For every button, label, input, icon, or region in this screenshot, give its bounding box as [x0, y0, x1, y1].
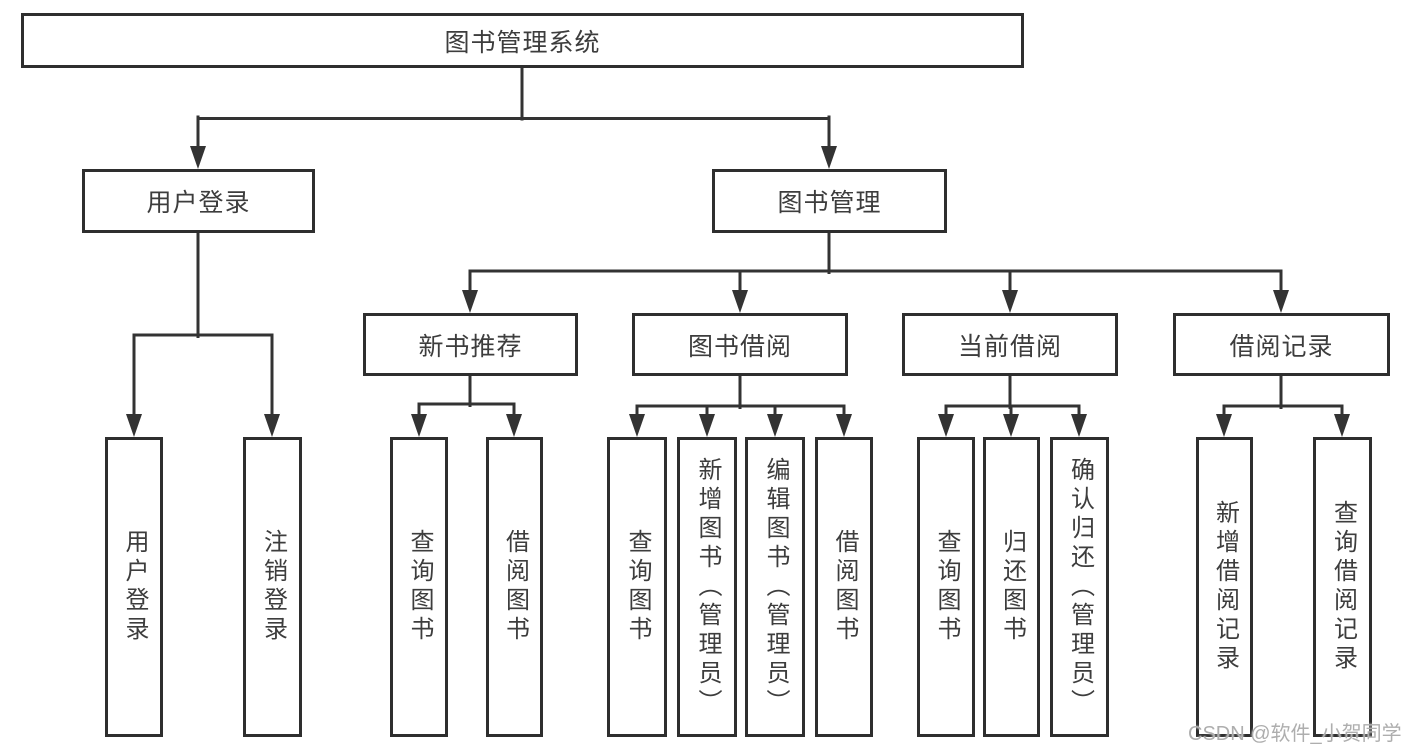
node-branch-user-login: 用户登录 — [82, 169, 315, 233]
tree-edges — [132, 66, 1344, 418]
node-leaf-borrow-books-1: 借阅图书 — [486, 437, 543, 737]
node-leaf-add-borrow-record: 新增借阅记录 — [1196, 437, 1253, 737]
node-leaf-query-books-1: 查询图书 — [390, 437, 448, 737]
node-module-new-book-recommend: 新书推荐 — [363, 313, 578, 376]
node-leaf-return-books: 归还图书 — [983, 437, 1040, 737]
node-leaf-query-books-3: 查询图书 — [917, 437, 975, 737]
node-root-library-system: 图书管理系统 — [21, 13, 1024, 68]
node-module-borrowing-records: 借阅记录 — [1173, 313, 1390, 376]
node-leaf-add-books-admin: 新增图书（管理员） — [677, 437, 737, 737]
node-leaf-borrow-books-2: 借阅图书 — [815, 437, 873, 737]
node-leaf-query-borrow-record: 查询借阅记录 — [1313, 437, 1372, 737]
node-leaf-user-login: 用户登录 — [105, 437, 163, 737]
node-leaf-query-books-2: 查询图书 — [607, 437, 667, 737]
arrowheads — [126, 146, 1350, 437]
csdn-watermark: CSDN @软件_小贺同学 — [1188, 723, 1402, 745]
node-branch-book-management: 图书管理 — [712, 169, 947, 233]
node-leaf-logout: 注销登录 — [243, 437, 302, 737]
node-leaf-edit-books-admin: 编辑图书（管理员） — [745, 437, 805, 737]
node-module-current-borrowing: 当前借阅 — [902, 313, 1118, 376]
node-module-book-borrowing: 图书借阅 — [632, 313, 848, 376]
node-leaf-confirm-return-admin: 确认归还（管理员） — [1050, 437, 1109, 737]
